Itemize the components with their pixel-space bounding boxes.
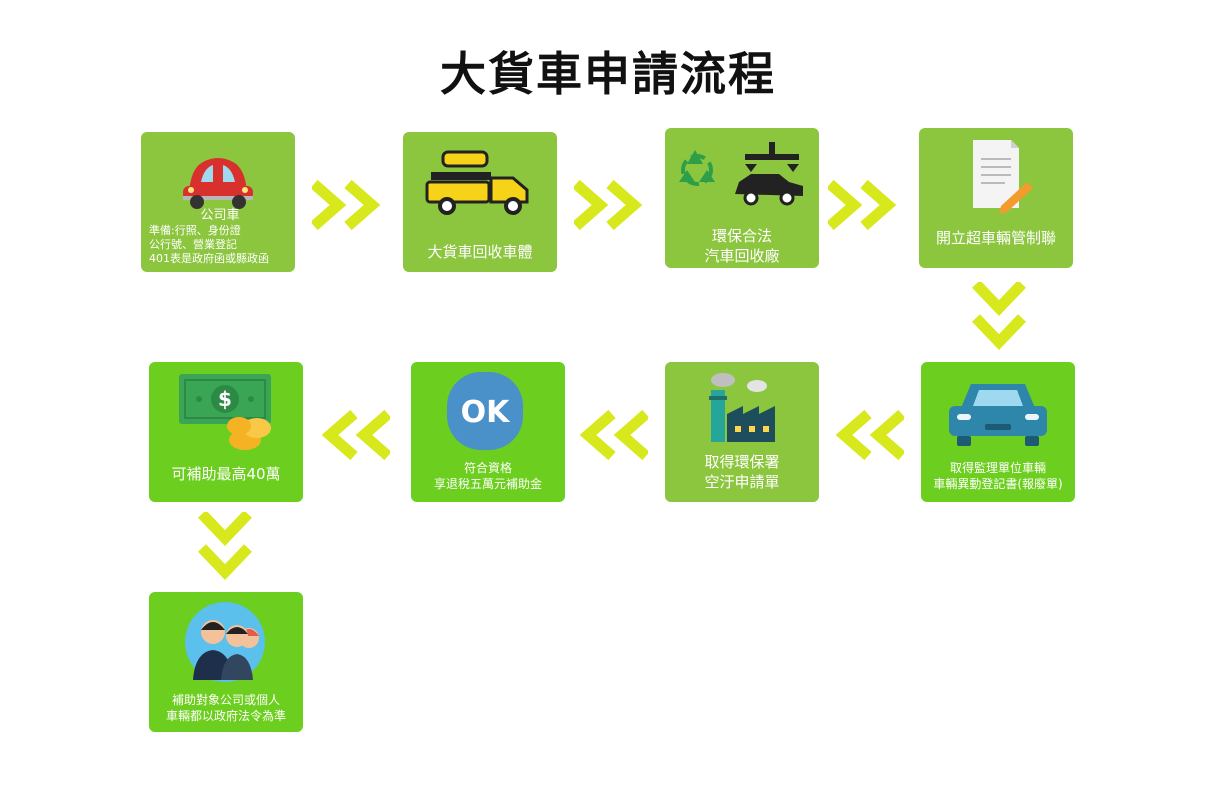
step-note: 公行號、營業登記 [149,238,237,251]
step-label: 車輛異動登記書(報廢單) [933,477,1063,491]
step-tax-refund: OK 符合資格 享退稅五萬元補助金 [411,362,565,502]
step-note: 401表是政府函或縣政函 [149,252,269,265]
arrow-left-icon [579,410,648,460]
step-label: 大貨車回收車體 [427,243,533,261]
recycle-crusher-icon [679,142,803,206]
step-label: 取得環保署 [704,453,780,471]
money-coins-icon: $ [179,374,271,450]
step-registration-change: 取得監理單位車輛 車輛異動登記書(報廢單) [921,362,1075,502]
arrow-right-icon [574,180,643,230]
arrow-left-icon [321,410,390,460]
step-recycling-plant: 環保合法 汽車回收廠 [665,128,819,268]
ok-icon: OK [447,372,523,450]
step-label: 汽車回收廠 [704,247,780,265]
step-label: 享退稅五萬元補助金 [433,477,542,491]
step-label: 環保合法 [711,227,772,245]
step-label: 可補助最高40萬 [171,465,281,483]
blue-car-icon [949,384,1047,446]
red-car-icon [183,158,253,209]
page-title: 大貨車申請流程 [440,47,776,101]
step-label: 開立超車輛管制聯 [935,229,1056,247]
step-label: 取得監理單位車輛 [949,461,1046,475]
step-label: 補助對象公司或個人 [171,693,280,707]
arrow-left-icon [835,410,904,460]
svg-text:$: $ [218,387,232,411]
tow-truck-icon [425,150,529,215]
ok-text: OK [461,395,512,430]
step-label: 公司車 [200,208,240,223]
step-truck-recycle: 大貨車回收車體 [403,132,557,272]
document-pen-icon [973,140,1033,214]
step-subsidy-target: 補助對象公司或個人 車輛都以政府法令為準 [149,592,303,732]
factory-icon [709,373,775,442]
arrow-down-icon [972,282,1026,350]
step-max-subsidy: $ 可補助最高40萬 [149,362,303,502]
step-company-car: 公司車 準備:行照、身份證 公行號、營業登記 401表是政府函或縣政函 [141,132,295,272]
arrow-down-icon [198,512,252,580]
step-control-slip: 開立超車輛管制聯 [919,128,1073,268]
step-label: 空汙申請單 [704,473,780,491]
people-icon [185,602,265,682]
step-label: 車輛都以政府法令為準 [165,709,286,723]
step-note: 準備:行照、身份證 [149,224,241,237]
arrow-right-icon [828,180,897,230]
step-air-pollution-form: 取得環保署 空汙申請單 [665,362,819,502]
arrow-right-icon [312,180,381,230]
step-label: 符合資格 [463,461,512,475]
